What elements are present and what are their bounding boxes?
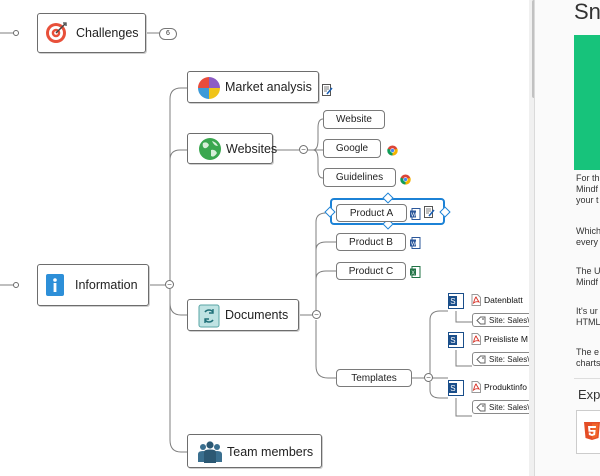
export-label: Exp [578, 387, 600, 402]
panel-text-line: charts [576, 358, 600, 368]
panel-text-line: Which [576, 226, 600, 236]
pie-chart-icon [197, 76, 221, 105]
websites-label: Websites [226, 142, 278, 156]
collapse-toggle-templates[interactable]: − [424, 373, 433, 382]
template-file-item[interactable]: Produktinfo [471, 381, 527, 393]
documents-node[interactable]: Documents [187, 299, 299, 331]
html5-icon [584, 422, 600, 440]
sharepoint-sync-icon [198, 304, 220, 333]
svg-text:X: X [411, 270, 415, 276]
website-label: Website [336, 114, 372, 125]
target-icon [44, 21, 68, 50]
panel-text-line: your t [576, 195, 599, 205]
globe-icon [198, 137, 222, 166]
sharepoint-icon: S [448, 293, 464, 314]
panel-text-line: The e [576, 347, 600, 357]
site-link-label: Site: Sales\ [489, 354, 530, 364]
info-icon [45, 273, 65, 302]
pdf-icon [471, 333, 481, 345]
guidelines-label: Guidelines [335, 172, 384, 183]
challenges-count: 6 [166, 30, 170, 37]
template-file-item[interactable]: Preisliste M [471, 333, 528, 345]
pdf-icon [471, 294, 481, 306]
word-file-icon: W [410, 207, 421, 225]
panel-divider [574, 378, 600, 379]
sharepoint-icon: S [448, 380, 464, 401]
documents-label: Documents [225, 308, 289, 322]
template-file-name: Preisliste M [484, 334, 528, 344]
product-b-label: Product B [349, 236, 393, 248]
tag-icon [476, 403, 486, 411]
collapse-toggle-information[interactable]: − [165, 280, 174, 289]
google-node[interactable]: Google [323, 139, 381, 158]
challenges-label: Challenges [76, 26, 139, 40]
team-members-label: Team members [227, 445, 314, 459]
panel-text-line: Mindf [576, 184, 599, 194]
tag-icon [476, 316, 486, 324]
people-icon [197, 440, 223, 469]
svg-text:S: S [450, 384, 455, 393]
product-a-label: Product A [349, 207, 394, 219]
google-label: Google [335, 143, 369, 154]
site-link-label: Site: Sales\ [489, 315, 530, 325]
word-file-icon: W [410, 236, 421, 254]
sharepoint-icon: S [448, 332, 464, 353]
excel-file-icon: X [410, 265, 421, 283]
information-node[interactable]: Information [37, 264, 149, 306]
guidelines-node[interactable]: Guidelines [323, 168, 396, 187]
panel-text-line: The U [576, 266, 600, 276]
template-file-name: Datenblatt [484, 295, 523, 305]
template-file-name: Produktinfo [484, 382, 527, 392]
market-analysis-label: Market analysis [225, 80, 312, 94]
svg-text:W: W [411, 241, 417, 247]
challenges-count-badge[interactable]: 6 [159, 28, 177, 40]
website-node[interactable]: Website [323, 110, 385, 129]
collapse-toggle-documents[interactable]: − [312, 310, 321, 319]
tag-icon [476, 355, 486, 363]
market-analysis-node[interactable]: Market analysis [187, 71, 319, 103]
websites-node[interactable]: Websites [187, 133, 277, 166]
panel-heading: Sn [574, 0, 600, 24]
svg-text:S: S [450, 297, 455, 306]
note-icon[interactable] [322, 84, 333, 102]
templates-label: Templates [351, 372, 397, 384]
chrome-icon [387, 143, 398, 161]
pdf-icon [471, 381, 481, 393]
chrome-icon [400, 172, 411, 190]
note-icon[interactable] [424, 206, 435, 224]
team-members-node[interactable]: Team members [187, 434, 322, 468]
svg-text:S: S [450, 336, 455, 345]
panel-text-line: Mindf [576, 277, 599, 287]
panel-text-line: every [576, 237, 599, 247]
collapse-toggle-websites[interactable]: − [299, 145, 308, 154]
panel-text-line: For th [576, 173, 600, 183]
product-b-node[interactable]: Product B [336, 233, 406, 251]
product-c-label: Product C [348, 265, 394, 277]
site-link[interactable]: Site: Sales\ [472, 352, 534, 366]
panel-banner [574, 35, 600, 170]
information-label: Information [75, 278, 138, 292]
site-link-label: Site: Sales\ [489, 402, 530, 412]
product-a-node[interactable]: Product A [336, 204, 407, 222]
template-file-item[interactable]: Datenblatt [471, 294, 523, 306]
product-c-node[interactable]: Product C [336, 262, 406, 280]
panel-text-line: HTML [576, 317, 600, 327]
site-link[interactable]: Site: Sales\ [472, 400, 534, 414]
challenges-node[interactable]: Challenges [37, 13, 146, 53]
templates-node[interactable]: Templates [336, 369, 412, 387]
svg-text:W: W [411, 212, 417, 218]
html5-export-button[interactable] [576, 410, 600, 454]
site-link[interactable]: Site: Sales\ [472, 313, 534, 327]
panel-text-line: It's ur [576, 306, 598, 316]
